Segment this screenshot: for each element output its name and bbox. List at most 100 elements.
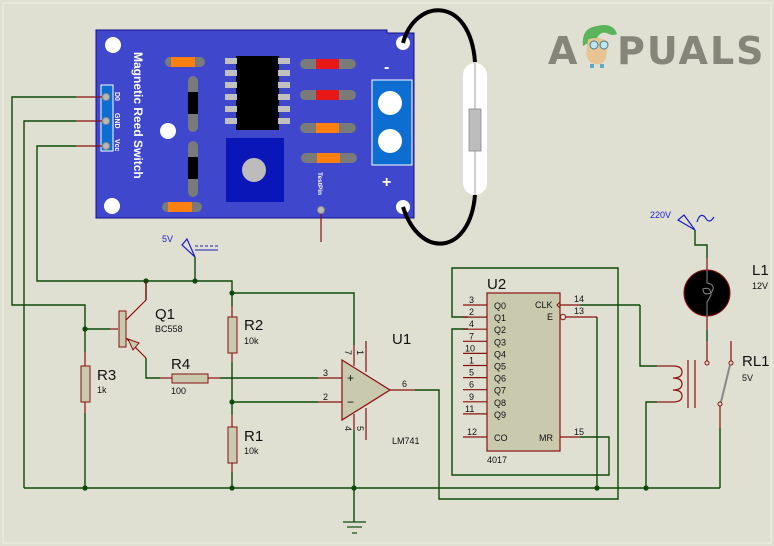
u2-pin-name: Q0 <box>494 301 506 311</box>
opamp-pin-4: 4 <box>343 426 353 431</box>
r2-ref: R2 <box>244 317 263 334</box>
board-diode <box>188 141 198 197</box>
u2-pin-num: 2 <box>469 307 474 317</box>
ac-wave-icon <box>696 214 715 223</box>
u2-pin-name: Q3 <box>494 337 506 347</box>
reed-contact <box>468 108 482 152</box>
u2-pin-num: 11 <box>465 404 474 414</box>
resistor-r4[interactable]: R4 100 <box>160 356 220 396</box>
junction-dot <box>192 278 198 284</box>
opamp-pin-7: 7 <box>343 350 353 355</box>
ground-icon <box>343 521 366 534</box>
transistor-q1[interactable]: Q1 BC558 <box>110 281 183 359</box>
opamp-pin-6: 6 <box>402 379 407 389</box>
terminal-screw <box>378 91 402 115</box>
power-terminal-5v: 5V <box>162 234 218 258</box>
relay-rl1[interactable]: RL1 5V <box>657 341 770 428</box>
junction-dot <box>82 485 88 491</box>
board-diode <box>188 76 198 132</box>
wire-ac <box>694 230 708 258</box>
u2-pin-num: 5 <box>469 368 474 378</box>
u2-pin-num: 1 <box>469 356 474 366</box>
opamp-pin-3: 3 <box>323 368 328 378</box>
lamp-l1[interactable]: L1 12V <box>683 258 769 330</box>
u2-pin-name: Q4 <box>494 349 506 359</box>
wire-gnd <box>23 120 76 488</box>
appuals-logo: A PUALS <box>548 25 764 73</box>
opamp-pin-2: 2 <box>323 392 328 402</box>
r3-value: 1k <box>97 385 107 395</box>
u2-pin-num-e: 13 <box>574 306 584 316</box>
u2-pin-name: Q7 <box>494 386 506 396</box>
wire-opamp-out <box>415 267 619 500</box>
pin-d0[interactable] <box>102 93 110 101</box>
terminal-minus-label: - <box>384 59 389 76</box>
relay-coil-icon <box>672 365 683 403</box>
u2-ref: U2 <box>487 276 506 293</box>
board-resistor <box>300 59 356 69</box>
u2-pin-name: Q1 <box>494 313 506 323</box>
resistor-r3[interactable]: R3 1k <box>80 352 116 413</box>
test-pin-label: TestPin <box>316 172 323 195</box>
test-pin[interactable] <box>317 206 325 214</box>
board-potentiometer <box>226 138 284 202</box>
board-resistor <box>165 57 205 67</box>
pin-label-gnd: GND <box>113 113 120 129</box>
board-ic <box>225 56 290 130</box>
u2-pin-name-clk: CLK <box>535 300 553 310</box>
opamp-u1[interactable]: + − 3 2 6 7 1 4 5 U1 LM741 <box>318 331 420 446</box>
mount-hole <box>160 123 176 139</box>
wire-q1-r4 <box>145 358 160 379</box>
r4-value: 100 <box>171 386 186 396</box>
lamp-filament-icon <box>702 270 714 316</box>
board-resistor <box>300 123 356 133</box>
reed-switch[interactable] <box>401 8 487 246</box>
r4-ref: R4 <box>171 356 190 373</box>
board-resistor <box>300 90 356 100</box>
u2-pin-num-clk: 14 <box>574 294 584 304</box>
module-title: Magnetic Reed Switch <box>131 52 145 179</box>
u2-pin-num: 3 <box>469 295 474 305</box>
rl1-value: 5V <box>742 373 753 383</box>
wire-coil-bottom <box>645 401 657 488</box>
terminal-screw <box>378 129 402 153</box>
u2-pin-num: 6 <box>469 380 474 390</box>
u2-pin-name: Q5 <box>494 362 506 372</box>
wire-coil-top <box>639 305 657 367</box>
u2-pin-num: 9 <box>469 392 474 402</box>
junction-dot <box>82 326 88 332</box>
wire-reset-loop <box>451 328 610 476</box>
ac-source-220v: 220V <box>650 210 715 231</box>
opamp-minus-sign: − <box>347 395 354 409</box>
u2-pin-num: 7 <box>469 331 474 341</box>
wire-d0 <box>11 96 86 329</box>
reed-switch-module[interactable]: D0 GND Vcc Magnetic Reed Switch <box>76 29 415 242</box>
wire-opamp-vplus <box>232 292 355 345</box>
pin-gnd[interactable] <box>102 117 110 125</box>
logo-text-left: A <box>548 29 579 73</box>
resistor-r1[interactable]: R1 10k <box>227 415 263 472</box>
r3-ref: R3 <box>97 367 116 384</box>
terminal-plus-label: + <box>382 174 391 191</box>
u2-pin-name-mr: MR <box>539 433 553 443</box>
junction-dot <box>229 399 235 405</box>
mount-hole <box>105 37 121 53</box>
u2-pin-name-co: CO <box>494 433 508 443</box>
wire-vcc <box>36 145 233 293</box>
header-pins <box>76 96 104 147</box>
dc-label: 5V <box>162 234 173 244</box>
u2-value: 4017 <box>487 455 507 465</box>
board-resistor <box>301 153 357 163</box>
resistor-r2[interactable]: R2 10k <box>227 306 263 362</box>
pin-vcc[interactable] <box>102 142 110 150</box>
junction-dot <box>229 485 235 491</box>
logo-mascot-icon <box>582 25 617 68</box>
r1-ref: R1 <box>244 428 263 445</box>
junction-dot <box>594 485 600 491</box>
wires <box>11 96 721 522</box>
q1-value: BC558 <box>155 324 183 334</box>
u2-pin-name-e: E <box>547 312 553 322</box>
pin-label-vcc: Vcc <box>113 139 120 152</box>
